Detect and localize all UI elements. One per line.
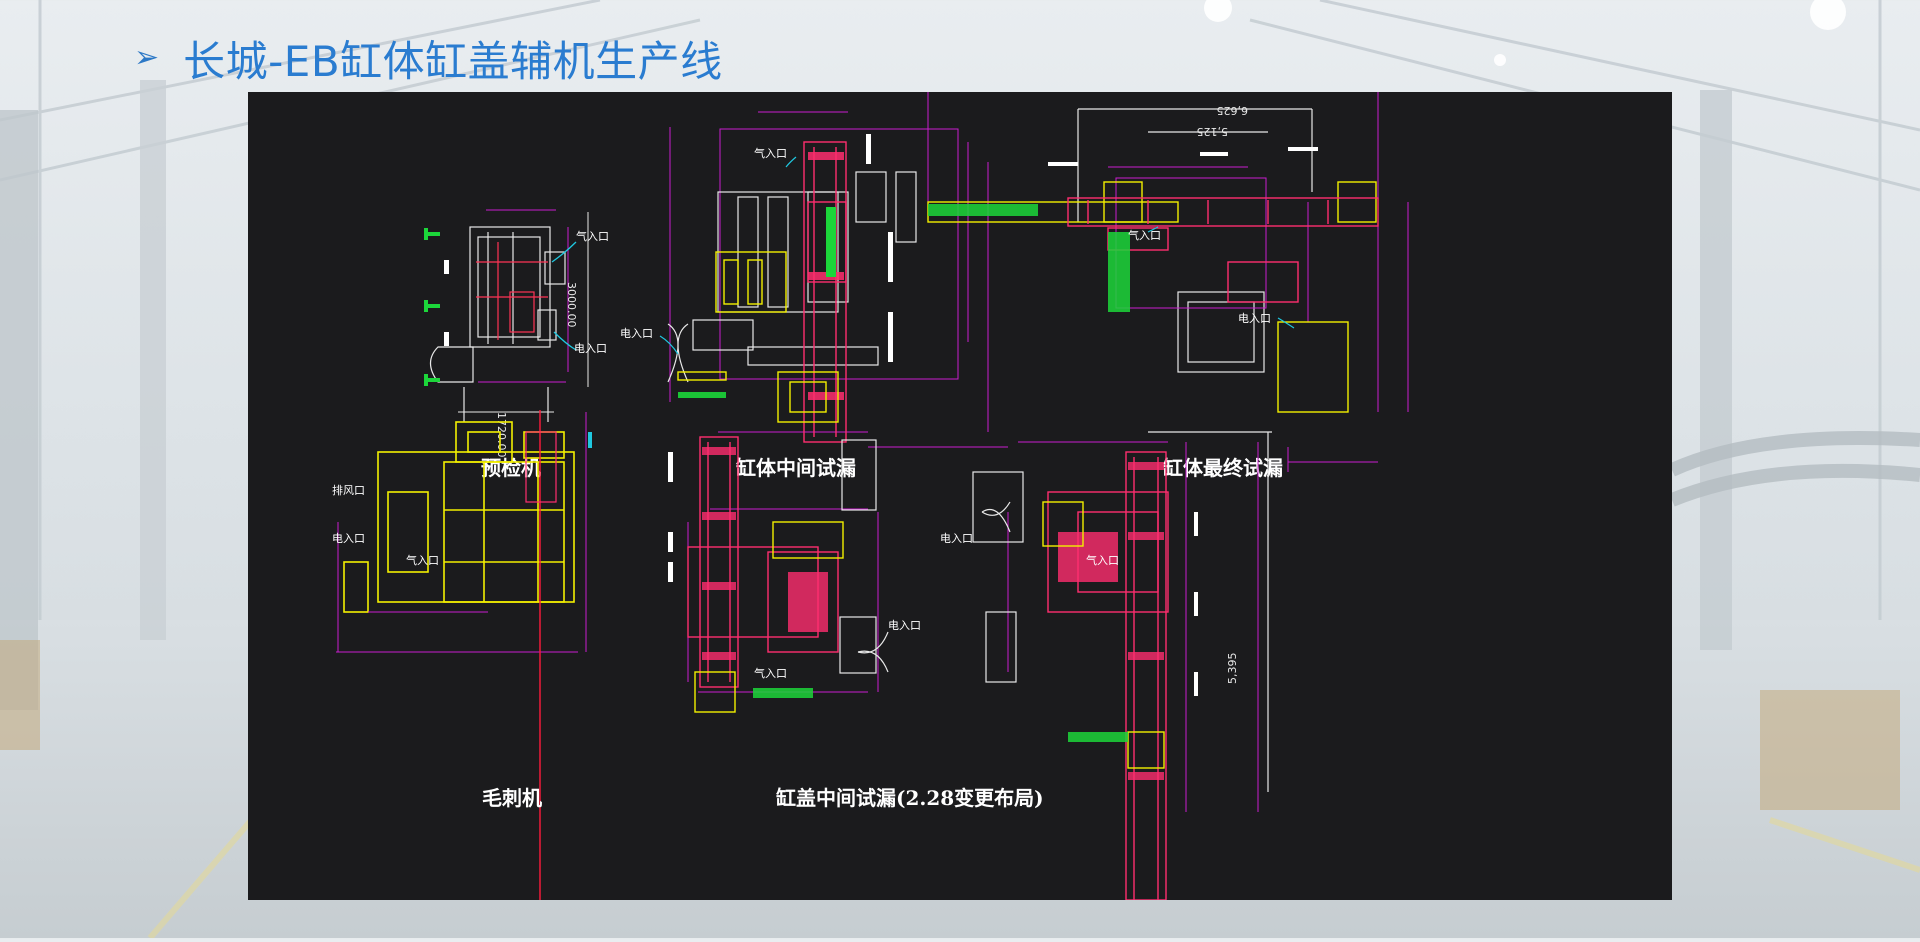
power-inlet-label: 电入口 bbox=[574, 342, 607, 355]
head-final-height-dimension: 5,395 bbox=[1226, 653, 1239, 685]
final-inner-dimension: 5,125 bbox=[1197, 125, 1229, 138]
power-inlet-label: 电入口 bbox=[332, 532, 365, 545]
block-final-leak-drawing: 气入口 电入口 6,625 5,125 缸体最终试漏 bbox=[927, 92, 1409, 480]
air-inlet-label: 气入口 bbox=[754, 666, 787, 680]
power-inlet-label: 电入口 bbox=[620, 327, 653, 340]
final-overall-dimension: 6,625 bbox=[1217, 104, 1249, 117]
head-mid-leak-label: 缸盖中间试漏(2.28变更布局) bbox=[776, 786, 1044, 810]
precheck-machine-drawing: 气入口 电入口 3000.00 1720.00 预检机 bbox=[424, 209, 609, 480]
power-inlet-label: 电入口 bbox=[1238, 312, 1271, 325]
exhaust-port-label: 排风口 bbox=[332, 483, 365, 497]
air-inlet-label: 气入口 bbox=[754, 146, 787, 160]
head-final-leak-drawing: 电入口 气入口 5,395 bbox=[940, 431, 1272, 900]
head-mid-leak-drawing: 气入口 电入口 缸盖中间试漏(2.28变更布局) bbox=[668, 436, 1044, 810]
air-inlet-label: 气入口 bbox=[576, 229, 609, 243]
cad-layout-drawing: 气入口 电入口 3000.00 1720.00 预检机 bbox=[248, 92, 1672, 900]
block-mid-leak-label: 缸体中间试漏 bbox=[736, 456, 856, 480]
slide-title: 长城-EB缸体缸盖辅机生产线 bbox=[183, 36, 723, 86]
slide-title-row: ➢ 长城-EB缸体缸盖辅机生产线 bbox=[134, 30, 723, 86]
air-inlet-label: 气入口 bbox=[1086, 553, 1119, 567]
deburr-machine-label: 毛刺机 bbox=[482, 786, 542, 810]
block-final-leak-label: 缸体最终试漏 bbox=[1163, 456, 1283, 480]
power-inlet-label: 电入口 bbox=[888, 619, 921, 632]
block-mid-leak-drawing: 气入口 电入口 缸体中间试漏 bbox=[620, 111, 1008, 480]
arrow-bullet-icon: ➢ bbox=[134, 40, 160, 75]
precheck-height-dimension: 3000.00 bbox=[565, 282, 578, 328]
precheck-width-dimension: 1720.00 bbox=[495, 412, 508, 458]
precheck-machine-label: 预检机 bbox=[481, 456, 541, 480]
deburr-machine-drawing: 排风口 电入口 气入口 毛刺机 bbox=[332, 410, 592, 900]
power-inlet-label: 电入口 bbox=[940, 532, 973, 545]
air-inlet-label: 气入口 bbox=[406, 553, 439, 567]
air-inlet-label: 气入口 bbox=[1128, 228, 1161, 242]
